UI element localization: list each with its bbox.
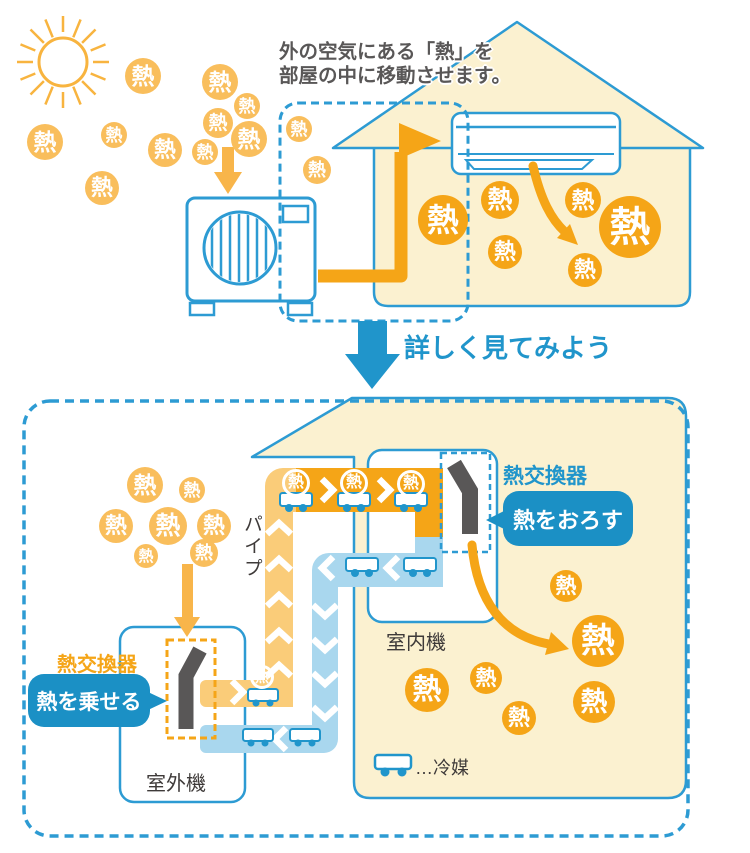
heat-circle: 熱: [85, 171, 119, 205]
heat-circle: 熱: [149, 507, 187, 545]
heat-circle: 熱: [599, 196, 661, 258]
heat-exchanger-indoor-label: 熱交換器: [503, 465, 587, 488]
heat-circle: 熱: [202, 64, 238, 100]
legend-truck-icon: [373, 753, 413, 777]
heat-circle: 熱: [573, 681, 615, 723]
heat-circle: 熱: [550, 570, 582, 602]
detail-panel-outline: [22, 399, 690, 838]
chevron-right-icon: [319, 476, 338, 504]
heat-curve-arrow-bottom: [467, 540, 569, 655]
heat-circle: 熱: [203, 108, 233, 138]
bubble-load-heat: 熱を乗せる: [28, 674, 150, 727]
sun-icon: [17, 16, 109, 108]
truck-icon: [289, 728, 321, 747]
heat-circle: 熱: [127, 467, 163, 503]
chevron-down-icon: [310, 704, 340, 723]
heat-circle: 熱: [190, 539, 218, 567]
heat-down-arrow-top: [214, 147, 242, 194]
chevron-up-icon: [264, 518, 294, 537]
heat-circle: 熱: [405, 668, 449, 712]
truck-icon: [345, 557, 379, 577]
heat-cargo-marker: 熱: [397, 470, 425, 498]
heat-circle: 熱: [192, 139, 218, 165]
heat-circle: 熱: [418, 195, 468, 245]
truck-icon: [242, 728, 274, 747]
chevron-left-icon: [382, 554, 401, 582]
heat-exchanger-outdoor: [178, 646, 207, 729]
truck-icon: [403, 557, 437, 577]
chevron-down-icon: [310, 636, 340, 655]
indoor-unit-label: 室内機: [386, 632, 446, 654]
truck-icon: [337, 492, 371, 512]
chevron-right-icon: [376, 476, 395, 504]
chevron-left-icon: [270, 725, 289, 753]
exchanger-outline-indoor: [439, 451, 492, 554]
heat-flow-pipe-arrow-top: [318, 123, 441, 283]
outdoor-unit-label: 室外機: [146, 773, 206, 795]
heat-circle: 熱: [470, 662, 502, 694]
arrowhead-icon: [545, 632, 569, 655]
pipe-label: パイプ: [241, 514, 262, 580]
heat-circle: 熱: [565, 182, 601, 218]
arrowhead-icon: [557, 224, 578, 245]
truck-icon: [247, 688, 279, 707]
heat-circle: 熱: [134, 544, 158, 568]
outdoor-unit-top: [185, 196, 317, 317]
heat-circle: 熱: [101, 122, 127, 148]
chevron-down-icon: [310, 670, 340, 689]
chevron-up-icon: [264, 554, 294, 573]
bubble-tail-icon: [148, 692, 167, 710]
heat-circle: 熱: [568, 253, 602, 287]
transition-label: 詳しく見てみよう: [404, 333, 613, 363]
chevron-down-icon: [310, 602, 340, 621]
heat-circle: 熱: [148, 133, 182, 167]
heat-circle: 熱: [488, 235, 522, 269]
legend-refrigerant-label: …冷媒: [415, 758, 469, 778]
transition-arrow-icon: [345, 321, 400, 389]
heat-down-arrow-bottom: [174, 564, 200, 637]
exchanger-outline-outdoor: [165, 638, 217, 740]
heat-exchanger-outdoor-label: 熱交換器: [57, 654, 137, 676]
heat-circle: 熱: [27, 124, 63, 160]
heat-cargo-marker: 熱: [282, 469, 310, 497]
truck-icon: [394, 492, 428, 512]
pipe-blue-return: [200, 553, 443, 753]
heat-circle: 熱: [99, 509, 133, 543]
chevron-left-icon: [317, 554, 336, 582]
heat-exchanger-indoor: [447, 459, 478, 534]
heat-cargo-marker: 熱: [250, 665, 274, 689]
heat-circle: 熱: [572, 615, 624, 667]
house-top-body: [372, 145, 692, 308]
chevron-right-icon: [229, 678, 248, 706]
heat-curve-arrow-top: [528, 161, 578, 245]
heat-circle: 熱: [286, 116, 312, 142]
caption: 外の空気にある「熱」を 部屋の中に移動させます。: [279, 40, 511, 88]
heat-circle: 熱: [197, 509, 231, 543]
caption-line2: 部屋の中に移動させます。: [279, 65, 512, 87]
heat-circle: 熱: [231, 121, 267, 157]
heat-circle: 熱: [125, 58, 161, 94]
chevron-up-icon: [264, 590, 294, 609]
caption-line1: 外の空気にある「熱」を: [279, 41, 494, 63]
pipe-orange-drop: [415, 510, 443, 540]
heat-circle: 熱: [481, 181, 519, 219]
bubble-tail-icon: [486, 511, 504, 529]
refrigerant-trucks: [242, 492, 437, 747]
bubble-unload-heat: 熱をおろす: [503, 491, 633, 546]
heat-circle: 熱: [179, 477, 205, 503]
heat-circle: 熱: [303, 156, 331, 184]
heat-cargo-marker: 熱: [340, 469, 368, 497]
pipe-flow-chevrons: [229, 476, 401, 753]
pipe-blue-source: [415, 537, 443, 555]
heat-circle: 熱: [502, 701, 536, 735]
arrowhead-icon: [399, 123, 441, 159]
heat-circle: 熱: [234, 93, 260, 119]
chevron-up-icon: [264, 626, 294, 645]
